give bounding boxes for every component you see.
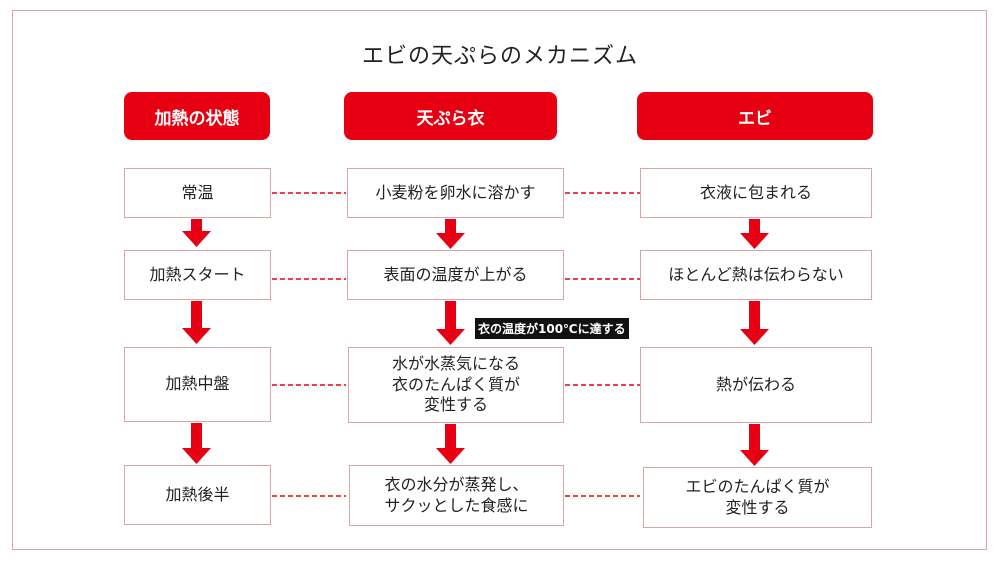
state-box: 加熱後半 <box>124 465 271 525</box>
shrimp-box: エビのたんぱく質が 変性する <box>643 467 872 528</box>
state-box: 加熱スタート <box>124 250 271 300</box>
batter-box: 小麦粉を卵水に溶かす <box>347 168 564 218</box>
diagram-frame <box>12 10 987 550</box>
state-box: 加熱中盤 <box>124 347 271 422</box>
shrimp-box: ほとんど熱は伝わらない <box>640 250 872 300</box>
shrimp-box: 衣液に包まれる <box>640 168 872 218</box>
down-arrow-icon <box>740 424 769 466</box>
temperature-annotation: 衣の温度が100℃に達する <box>475 318 629 339</box>
down-arrow-icon <box>740 219 769 249</box>
down-arrow-icon <box>182 423 211 464</box>
state-box: 常温 <box>124 168 271 218</box>
down-arrow-icon <box>740 301 769 345</box>
diagram-title: エビの天ぷらのメカニズム <box>361 44 638 69</box>
header-batter: 天ぷら衣 <box>344 92 557 140</box>
batter-box: 衣の水分が蒸発し、 サクッとした食感に <box>349 465 564 526</box>
batter-box: 水が水蒸気になる 衣のたんぱく質が 変性する <box>348 347 564 423</box>
batter-box: 表面の温度が上がる <box>347 250 564 300</box>
header-state: 加熱の状態 <box>124 92 270 140</box>
down-arrow-icon <box>436 424 465 464</box>
down-arrow-icon <box>182 301 211 344</box>
down-arrow-icon <box>436 219 465 249</box>
header-shrimp: エビ <box>637 92 873 140</box>
down-arrow-icon <box>436 301 465 345</box>
down-arrow-icon <box>182 219 211 247</box>
shrimp-box: 熱が伝わる <box>640 347 872 423</box>
